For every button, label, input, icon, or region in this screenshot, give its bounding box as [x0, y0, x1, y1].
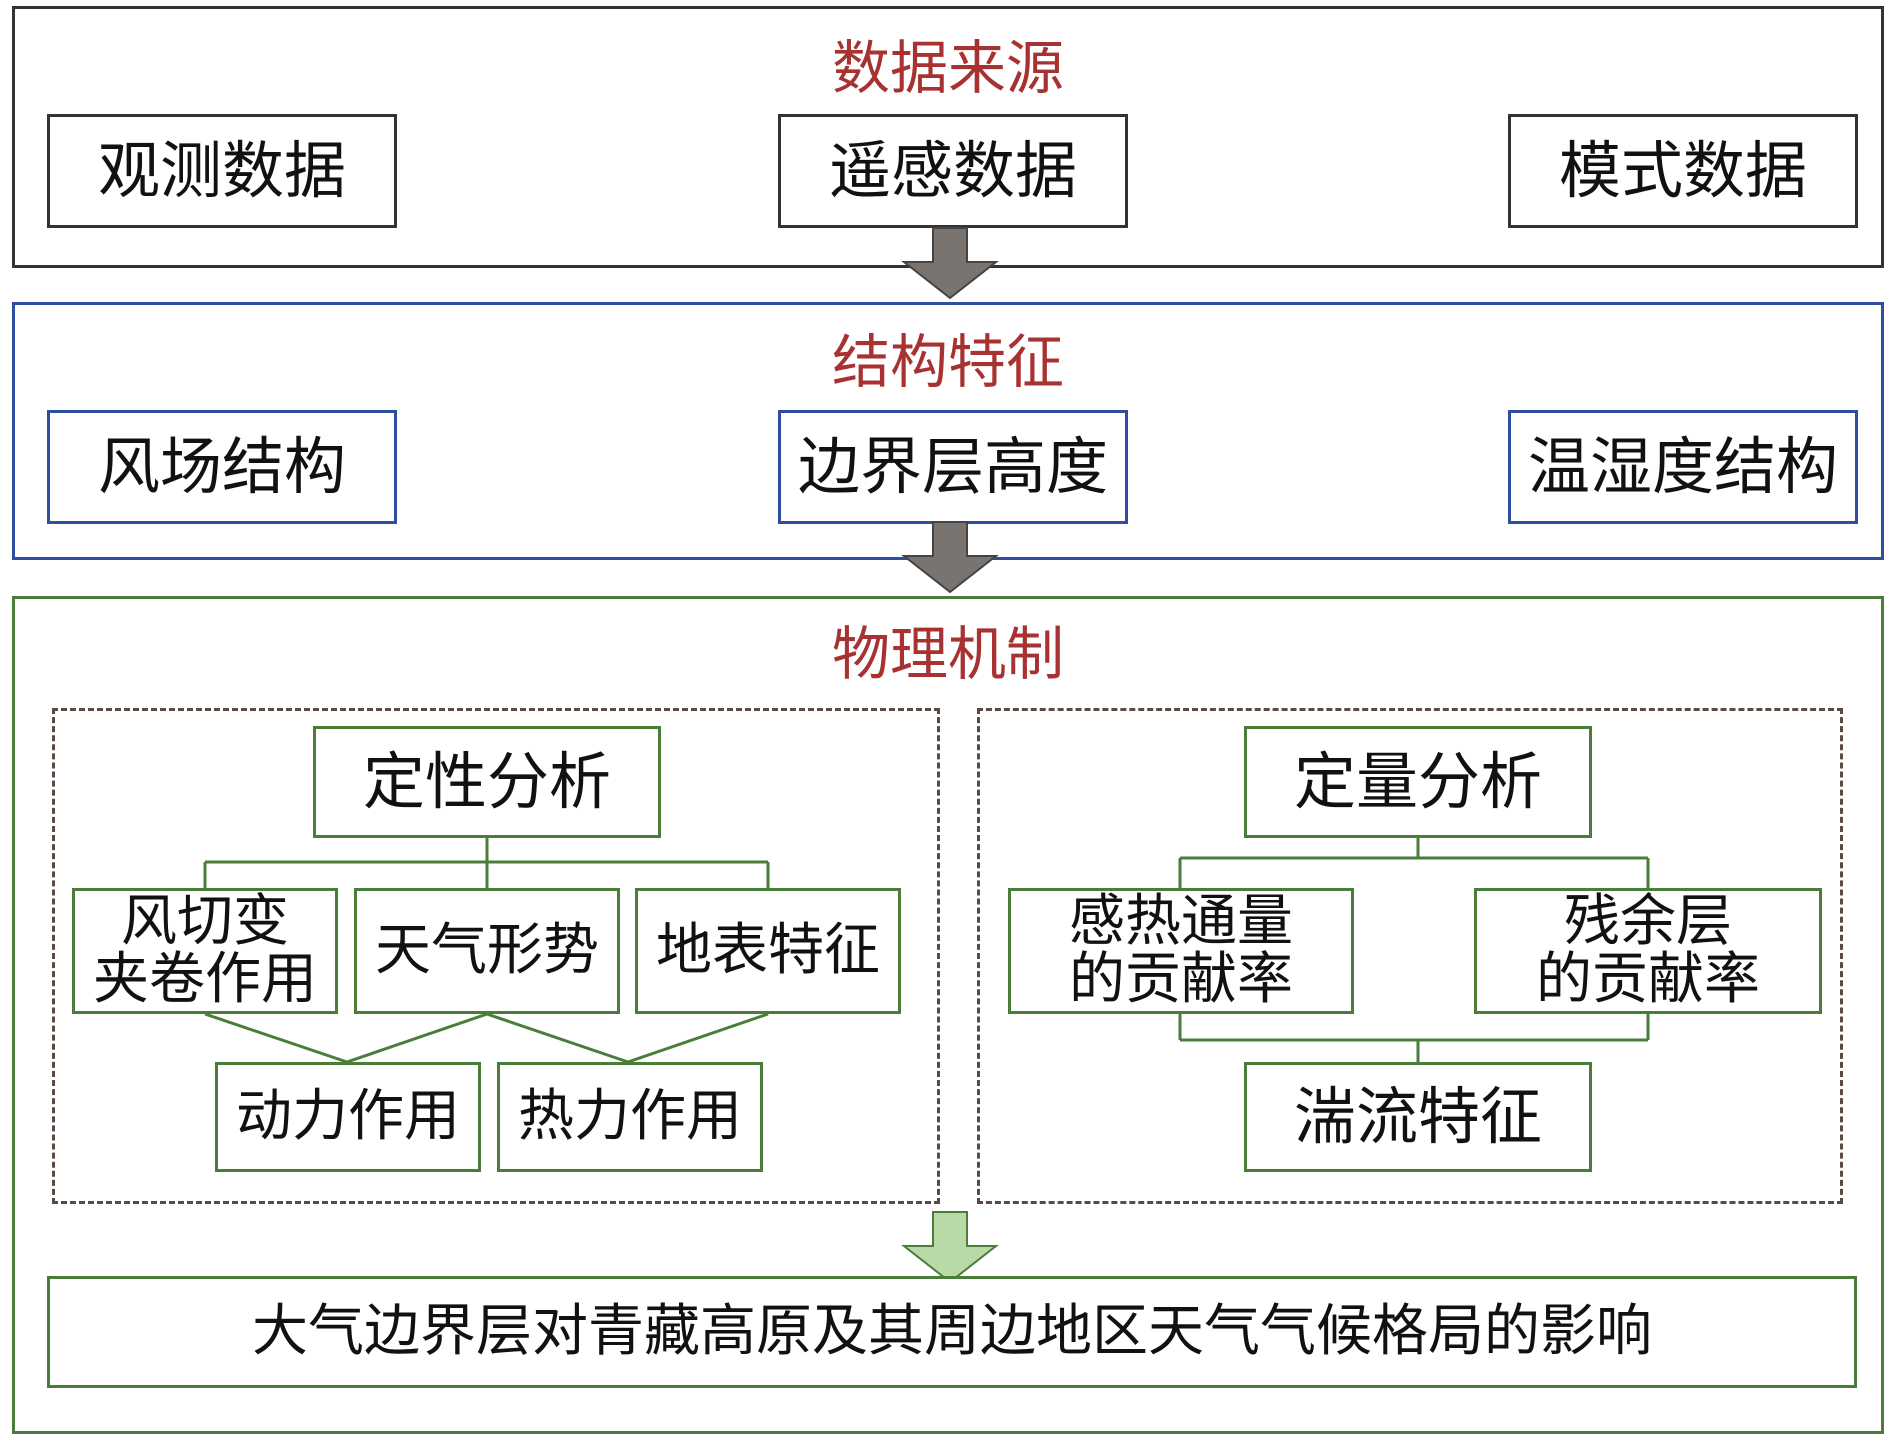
weather-pattern-box: 天气形势	[354, 888, 620, 1014]
observation-data-label: 观测数据	[97, 133, 346, 207]
wind-structure-box: 风场结构	[47, 410, 397, 524]
surface-feature-box: 地表特征	[635, 888, 901, 1014]
conclusion-box: 大气边界层对青藏高原及其周边地区天气气候格局的影响	[47, 1276, 1857, 1388]
observation-data-box: 观测数据	[47, 114, 397, 228]
arrow-mechanism-to-conclusion	[901, 1211, 999, 1284]
dynamic-effect-label: 动力作用	[236, 1084, 460, 1149]
dynamic-effect-box: 动力作用	[215, 1062, 481, 1172]
mechanism-title: 物理机制	[831, 620, 1064, 688]
boundary-layer-height-label: 边界层高度	[797, 429, 1108, 503]
arrow-structure-to-mechanism	[901, 521, 999, 594]
turbulence-feature-label: 湍流特征	[1293, 1079, 1542, 1153]
thermal-effect-box: 热力作用	[497, 1062, 763, 1172]
sensible-heat-flux-box: 感热通量 的贡献率	[1008, 888, 1354, 1014]
weather-pattern-label: 天气形势	[375, 918, 599, 983]
model-data-label: 模式数据	[1558, 133, 1807, 207]
surface-feature-label: 地表特征	[656, 918, 880, 983]
thermal-effect-label: 热力作用	[518, 1084, 742, 1149]
remote-sensing-data-label: 遥感数据	[828, 133, 1077, 207]
link-wind-to-dynamic	[204, 1012, 348, 1064]
model-data-box: 模式数据	[1508, 114, 1858, 228]
conclusion-label: 大气边界层对青藏高原及其周边地区天气气候格局的影响	[252, 1299, 1652, 1365]
wind-shear-entrainment-label: 风切变 夹卷作用	[93, 889, 317, 1012]
data-source-title: 数据来源	[831, 34, 1064, 102]
link-weather-to-dynamic	[346, 1012, 488, 1064]
sensible-heat-flux-label: 感热通量 的贡献率	[1069, 889, 1293, 1012]
quantitative-group	[977, 708, 1843, 1204]
remote-sensing-data-box: 遥感数据	[778, 114, 1128, 228]
boundary-layer-height-box: 边界层高度	[778, 410, 1128, 524]
temp-humidity-structure-label: 温湿度结构	[1527, 429, 1838, 503]
mechanism-panel: 物理机制	[12, 596, 1884, 1434]
link-weather-to-thermal	[486, 1012, 629, 1064]
temp-humidity-structure-box: 温湿度结构	[1508, 410, 1858, 524]
wind-structure-label: 风场结构	[97, 429, 346, 503]
qualitative-analysis-box: 定性分析	[313, 726, 661, 838]
quantitative-analysis-box: 定量分析	[1244, 726, 1592, 838]
arrow-data-to-structure	[901, 227, 999, 300]
wind-shear-entrainment-box: 风切变 夹卷作用	[72, 888, 338, 1014]
structure-title: 结构特征	[831, 328, 1064, 396]
link-surface-to-thermal	[627, 1012, 769, 1064]
turbulence-feature-box: 湍流特征	[1244, 1062, 1592, 1172]
residual-layer-box: 残余层 的贡献率	[1474, 888, 1822, 1014]
residual-layer-label: 残余层 的贡献率	[1536, 889, 1760, 1012]
qualitative-analysis-label: 定性分析	[362, 744, 611, 818]
quantitative-analysis-label: 定量分析	[1293, 744, 1542, 818]
qualitative-group	[52, 708, 940, 1204]
